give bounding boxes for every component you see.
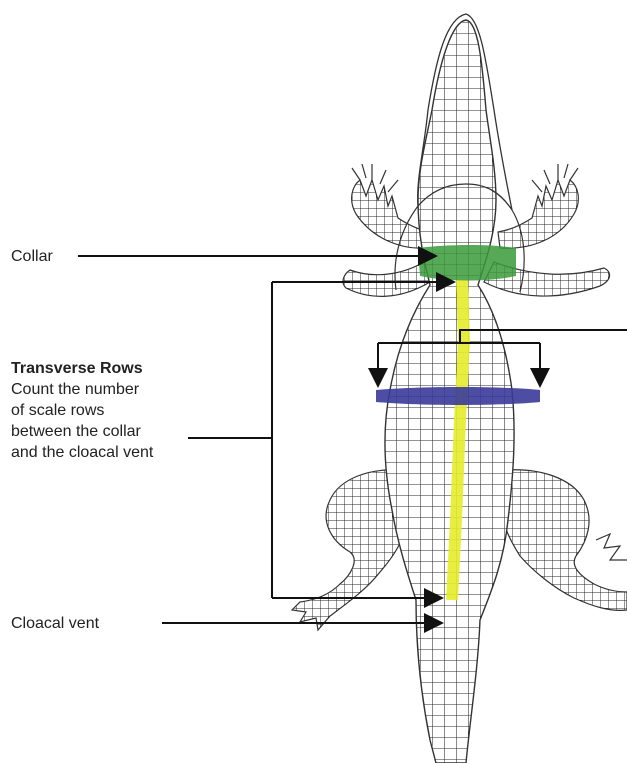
transverse-line-2: of scale rows: [11, 400, 153, 421]
transverse-line-1: Count the number: [11, 379, 153, 400]
lizard-body: [376, 14, 540, 763]
hind-right-limb: [502, 470, 627, 611]
transverse-rows-label: Transverse Rows Count the number of scal…: [11, 358, 153, 463]
transverse-band: [376, 387, 540, 405]
front-left-limb: [343, 164, 430, 296]
transverse-line-4: and the cloacal vent: [11, 442, 153, 463]
collar-label: Collar: [11, 246, 53, 267]
transverse-rows-title: Transverse Rows: [11, 360, 143, 377]
collar-band: [418, 245, 516, 281]
transverse-line-3: between the collar: [11, 421, 153, 442]
cloacal-vent-label: Cloacal vent: [11, 613, 99, 634]
